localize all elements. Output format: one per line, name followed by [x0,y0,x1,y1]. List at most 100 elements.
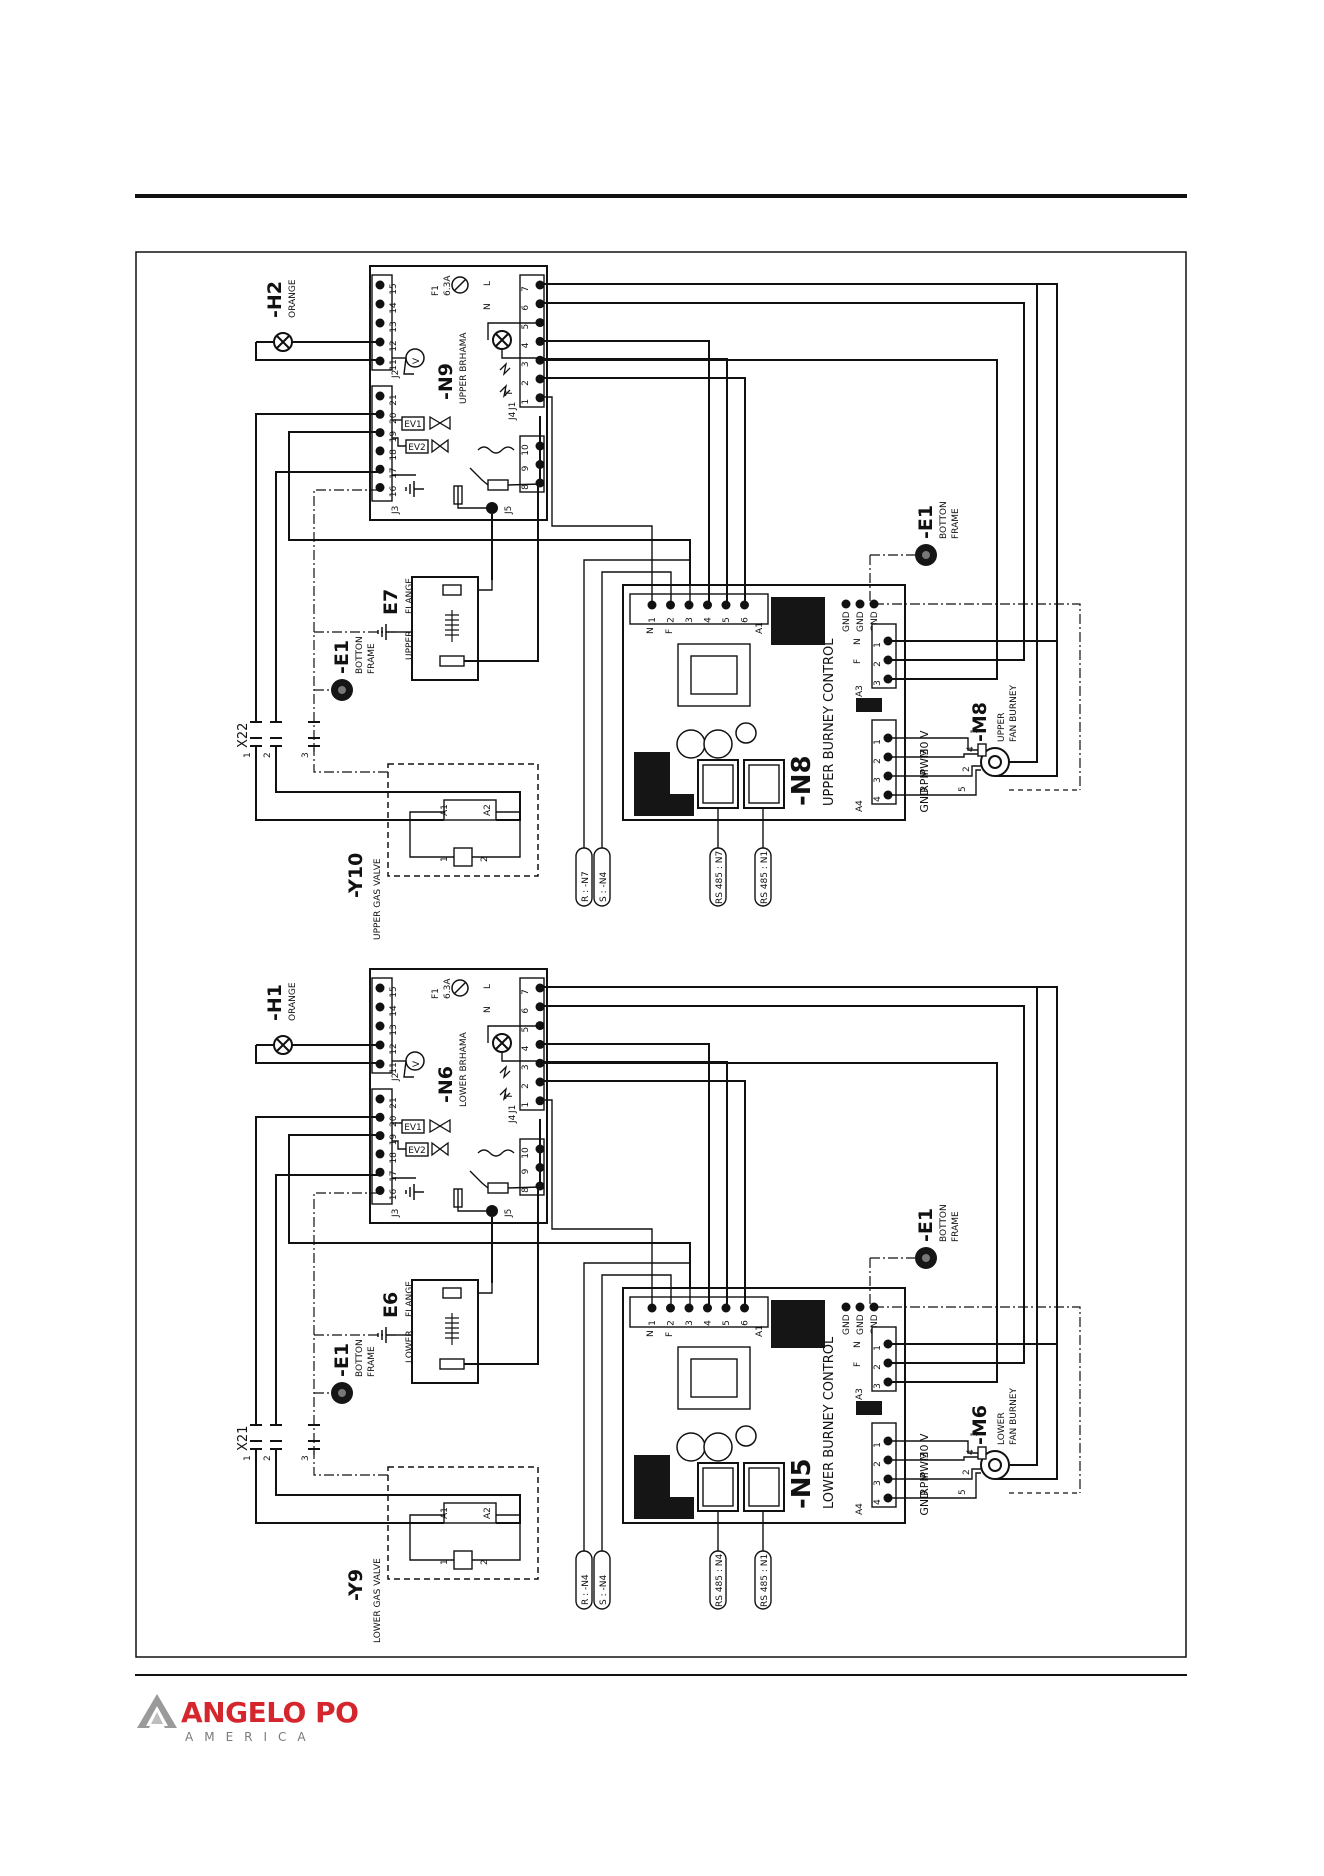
upper-a4-signal: 30 V [918,730,931,755]
lower-j4-pin-label: 10 [521,1147,531,1159]
lower-a1-pin-label: 1 [648,1320,658,1326]
lower-j3-ground-wire [313,1192,380,1455]
upper-a4-signal: PWM [918,748,931,775]
upper-j1-wire [540,396,653,605]
upper-j1-wire [540,358,728,605]
lower-j3-label: J3 [391,1209,401,1218]
angelo-po-logo: ANGELO PO AMERICA [135,1692,375,1752]
upper-ignition-coil [477,446,515,454]
lower-j3-wire [288,1134,691,1299]
lower-flange-line1: LOWER [405,1330,415,1363]
upper-flange-wire [464,484,539,662]
lower-valve-c1: 1 [440,1559,450,1565]
upper-j2-pin [375,318,385,328]
lower-a3-label: A3 [855,1388,865,1400]
lower-valve-wire [275,1449,521,1524]
upper-valve-a1: A1 [440,804,450,816]
lower-j3-pin-label: 21 [389,1097,399,1108]
lower-j2-pin-label: 11 [389,1062,399,1073]
lower-valve-name: LOWER GAS VALVE [373,1558,383,1643]
lower-a3-pin-label: 2 [873,1364,883,1370]
upper-brahma-board [369,265,548,521]
lower-fuse-icon [451,979,469,997]
lower-solenoid-valve-icon [429,1118,451,1134]
upper-valve-wire [275,746,521,821]
upper-a3-n: N [853,638,863,645]
upper-lamp-wire [255,342,380,361]
lower-a1-pin-label: 3 [685,1320,695,1326]
upper-a4-signal: GND [918,787,931,812]
lower-spark-wire [507,1186,541,1189]
lower-valve-ground-wire [313,1449,388,1476]
lower-a4-pin-label: 2 [873,1461,883,1467]
fan-inner [988,755,1002,769]
lower-terminal-pin3: 3 [301,1455,311,1461]
upper-relay-block [634,794,694,816]
upper-a4-signal: RPM [918,769,931,793]
lower-gnd-pin [841,1302,851,1312]
upper-j4-pin-label: 10 [521,444,531,456]
upper-fuse-icon [451,276,469,294]
upper-a1-pin-label: 1 [648,617,658,623]
lower-right-frame-ground-line2: FRAME [951,1211,961,1242]
lower-right-frame-ground-line1: BOTTON [939,1204,949,1242]
lower-valve-coil-a [443,1502,497,1524]
lower-j1-pin [535,1096,545,1106]
upper-a3-pin-label: 1 [873,642,883,648]
upper-spark-wire [469,467,489,486]
upper-j3-pin [375,391,385,401]
lower-fan-supply-wire [1009,987,1038,1466]
lower-rs485-text: RS 485 : N4 [715,1554,725,1607]
upper-a3-label: A3 [855,685,865,697]
upper-terminal-pin1: 1 [243,752,253,758]
lower-gas-valve-box [387,1466,539,1580]
upper-capacitor [676,729,706,759]
lower-valve-c2: 2 [480,1559,490,1565]
upper-valve-a2: A2 [483,804,493,816]
upper-j2-pin-label: 11 [389,359,399,370]
lower-fan-id: -M6 [969,1405,991,1445]
upper-j3-wire [275,471,380,722]
upper-t-label: T [505,390,515,397]
lower-j1-wire [540,1080,746,1308]
upper-rs485-port-2-inner [748,764,780,804]
upper-pressure-switch-icon [499,384,511,398]
upper-right-frame-ground-icon [915,544,937,566]
lower-j2-pin-label: 15 [389,986,399,997]
lower-a4-signal: 30 V [918,1433,931,1458]
upper-gnd-label: GND [842,611,852,632]
upper-flange-electrode [442,584,462,596]
lower-pressure-switch-icon [499,1087,511,1101]
lower-ev2-label: EV2 [408,1146,426,1156]
upper-fuse-rating: 6.3A [443,275,453,296]
upper-fan-id: -M8 [969,702,991,742]
lower-j1-wire [540,1062,998,1383]
upper-j2-pin-label: 13 [389,321,399,332]
upper-j1-pin-label: 6 [521,305,531,311]
upper-rs485-port-1-inner [702,764,734,804]
lower-s-wire [601,1274,672,1551]
lower-a4-signal: GND [918,1490,931,1515]
lower-j1-wire [540,1061,728,1308]
lower-tag-text: S : -N4 [599,1575,609,1605]
upper-fan-wire [888,753,978,758]
upper-right-frame-ground-id: -E1 [915,505,937,539]
lower-flange-electrode [439,1358,465,1370]
fuse-slash [453,278,467,292]
upper-board-lamp-wire [501,349,540,359]
upper-brahma-name: UPPER BRHAMA [459,332,469,404]
upper-valve-c2: 2 [480,856,490,862]
upper-j1-wire [540,359,998,680]
lower-transformer-inner [690,1358,738,1398]
lower-board-lamp-wire [501,1052,540,1062]
lower-j5-label: J5 [504,1209,514,1218]
lower-gnd-pin [855,1302,865,1312]
lower-fan-pin-label: 2 [962,1469,972,1475]
lower-flange-wire [478,1283,493,1294]
upper-j3-wire [255,413,380,722]
upper-valve-internal [472,811,521,858]
upper-j4-pin-label: 8 [521,484,531,490]
upper-right-frame-ground-line1: BOTTON [939,501,949,539]
lower-j2-pin [375,1002,385,1012]
upper-fan-pin-label: 1 [970,728,980,734]
